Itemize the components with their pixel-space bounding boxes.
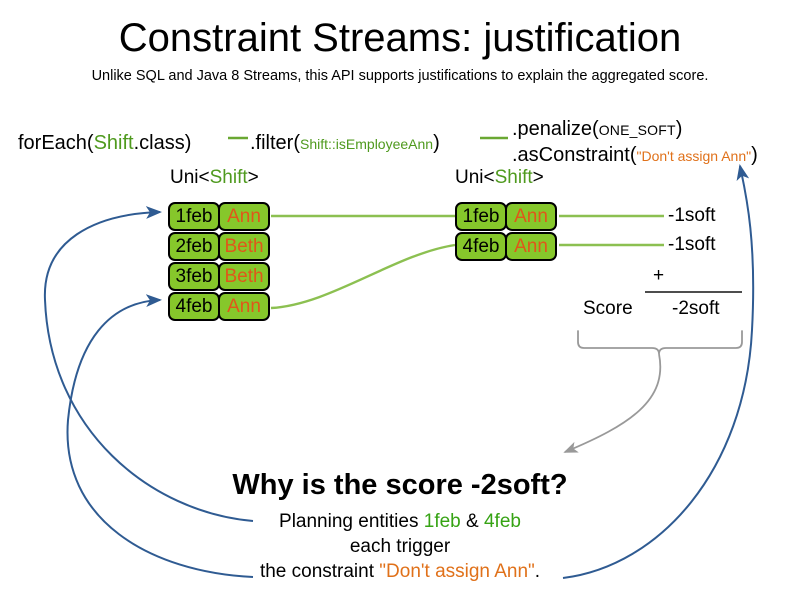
stream-caption-right: Uni<Shift> bbox=[455, 167, 544, 189]
code-filter-lambda: Shift::isEmployeeAnn bbox=[300, 136, 434, 152]
code-filter[interactable]: .filter(Shift::isEmployeeAnn) bbox=[250, 131, 440, 156]
uni-left-prefix: Uni< bbox=[170, 167, 210, 188]
code-filter-suffix: ) bbox=[433, 132, 440, 154]
explanation-line-3: the constraint "Don't assign Ann". bbox=[0, 559, 800, 584]
score-brace bbox=[577, 330, 743, 355]
explanation-line3-suffix: . bbox=[534, 561, 541, 582]
uni-right-type: Shift bbox=[494, 167, 533, 188]
tuple-employee: Beth bbox=[218, 262, 270, 291]
code-penalize-arg: ONE_SOFT bbox=[598, 122, 676, 138]
code-as-constraint[interactable]: .asConstraint("Don't assign Ann") bbox=[512, 143, 758, 168]
explanation-line-1: Planning entities 1feb & 4feb bbox=[0, 509, 800, 534]
tuple-date: 3feb bbox=[168, 262, 220, 291]
penalty-value: -1soft bbox=[668, 205, 716, 226]
penalty-value: -1soft bbox=[668, 234, 716, 255]
explanation-line1-prefix: Planning entities bbox=[279, 511, 424, 532]
page-title: Constraint Streams: justification bbox=[118, 16, 682, 60]
code-filter-prefix: .filter( bbox=[250, 132, 300, 154]
code-foreach[interactable]: forEach(Shift.class) bbox=[18, 131, 191, 155]
tuple-date: 2feb bbox=[168, 232, 220, 261]
tuple-date: 1feb bbox=[168, 202, 220, 231]
explanation-line1-amp: & bbox=[460, 511, 484, 532]
score-operator: + bbox=[653, 265, 665, 286]
explanation-question: Why is the score -2soft? bbox=[232, 469, 568, 501]
tuple-row[interactable]: 1feb Ann bbox=[455, 202, 557, 231]
tuple-employee: Ann bbox=[505, 202, 557, 231]
stream-caption-left: Uni<Shift> bbox=[170, 167, 259, 189]
tuple-link-4feb bbox=[270, 243, 456, 310]
tuple-row[interactable]: 4feb Ann bbox=[168, 292, 270, 321]
code-foreach-prefix: forEach( bbox=[18, 132, 94, 154]
uni-right-suffix: > bbox=[532, 167, 544, 188]
explanation-line-2: each trigger bbox=[349, 536, 451, 557]
tuple-row[interactable]: 2feb Beth bbox=[168, 232, 270, 261]
explanation-line3-prefix: the constraint bbox=[259, 561, 380, 582]
tuple-row[interactable]: 4feb Ann bbox=[455, 232, 557, 261]
tuple-row[interactable]: 1feb Ann bbox=[168, 202, 270, 231]
uni-left-suffix: > bbox=[247, 167, 259, 188]
code-as-constraint-suffix: ) bbox=[751, 144, 758, 166]
code-foreach-type: Shift bbox=[93, 132, 134, 154]
tuple-employee: Ann bbox=[218, 292, 270, 321]
code-penalize-suffix: ) bbox=[675, 118, 683, 140]
tuple-row[interactable]: 3feb Beth bbox=[168, 262, 270, 291]
uni-right-prefix: Uni< bbox=[455, 167, 495, 188]
explanation-entity-b: 4feb bbox=[483, 511, 521, 532]
score-rule bbox=[645, 291, 742, 293]
uni-left-type: Shift bbox=[209, 167, 248, 188]
code-penalize-prefix: .penalize( bbox=[512, 118, 599, 140]
tuple-date: 4feb bbox=[455, 232, 507, 261]
score-explains-arrow bbox=[563, 353, 662, 453]
code-foreach-suffix: .class) bbox=[133, 132, 192, 154]
code-as-constraint-prefix: .asConstraint( bbox=[512, 144, 637, 166]
explanation-entity-a: 1feb bbox=[423, 511, 461, 532]
tuple-date: 1feb bbox=[455, 202, 507, 231]
tuple-employee: Beth bbox=[218, 232, 270, 261]
code-as-constraint-arg: "Don't assign Ann" bbox=[636, 148, 752, 164]
tuple-employee: Ann bbox=[505, 232, 557, 261]
tuple-employee: Ann bbox=[218, 202, 270, 231]
page-subtitle: Unlike SQL and Java 8 Streams, this API … bbox=[91, 68, 709, 84]
tuple-date: 4feb bbox=[168, 292, 220, 321]
explanation-constraint-name: "Don't assign Ann" bbox=[379, 561, 535, 582]
score-label: Score bbox=[583, 298, 633, 319]
code-penalize[interactable]: .penalize(ONE_SOFT) bbox=[512, 117, 682, 142]
score-total: -2soft bbox=[672, 298, 720, 319]
